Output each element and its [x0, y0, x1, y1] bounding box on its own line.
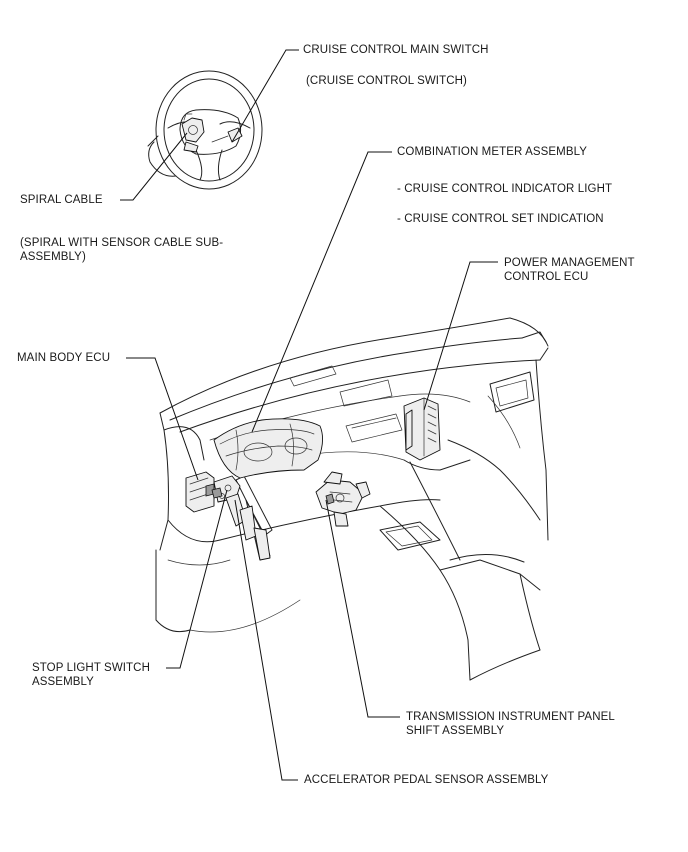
label-power-management-line1: POWER MANAGEMENT — [504, 257, 635, 269]
shift-assembly-illustration — [315, 471, 371, 527]
label-main-body-ecu: MAIN BODY ECU — [17, 352, 111, 364]
label-cruise-control-switch: (CRUISE CONTROL SWITCH) — [306, 75, 467, 87]
label-spiral-sub-assembly-line1: (SPIRAL WITH SENSOR CABLE SUB- — [20, 237, 224, 249]
label-transmission-shift-line1: TRANSMISSION INSTRUMENT PANEL — [406, 711, 615, 723]
leader-stop-light-switch — [166, 489, 228, 669]
leader-combination-meter — [251, 151, 392, 433]
leader-transmission-shift — [325, 499, 400, 718]
steering-wheel-illustration — [147, 70, 263, 190]
label-transmission-shift-line2: SHIFT ASSEMBLY — [406, 725, 505, 737]
power-management-ecu-illustration — [403, 397, 441, 461]
label-combination-meter-assembly: COMBINATION METER ASSEMBLY — [397, 146, 588, 158]
leader-main-body-ecu — [126, 357, 199, 481]
label-spiral-sub-assembly-line2: ASSEMBLY) — [20, 251, 86, 263]
label-cruise-control-main-switch: CRUISE CONTROL MAIN SWITCH — [303, 44, 489, 56]
label-accelerator-pedal-sensor: ACCELERATOR PEDAL SENSOR ASSEMBLY — [304, 774, 549, 786]
label-spiral-cable: SPIRAL CABLE — [20, 194, 103, 206]
main-body-ecu-illustration — [185, 471, 215, 513]
leader-accelerator-pedal — [234, 499, 298, 781]
label-stop-light-switch-line1: STOP LIGHT SWITCH — [32, 662, 150, 674]
label-power-management-line2: CONTROL ECU — [504, 271, 589, 283]
pedal-assembly-illustration — [211, 475, 271, 561]
leader-cruise-main-switch — [231, 49, 299, 143]
leader-spiral-cable — [120, 132, 188, 201]
combination-meter-illustration — [213, 418, 323, 479]
leader-power-management-ecu — [423, 261, 498, 411]
label-cruise-indicator-light: - CRUISE CONTROL INDICATOR LIGHT — [397, 183, 613, 195]
leader-lines — [120, 49, 498, 781]
label-stop-light-switch-line2: ASSEMBLY — [32, 676, 94, 688]
label-cruise-set-indication: - CRUISE CONTROL SET INDICATION — [397, 213, 604, 225]
